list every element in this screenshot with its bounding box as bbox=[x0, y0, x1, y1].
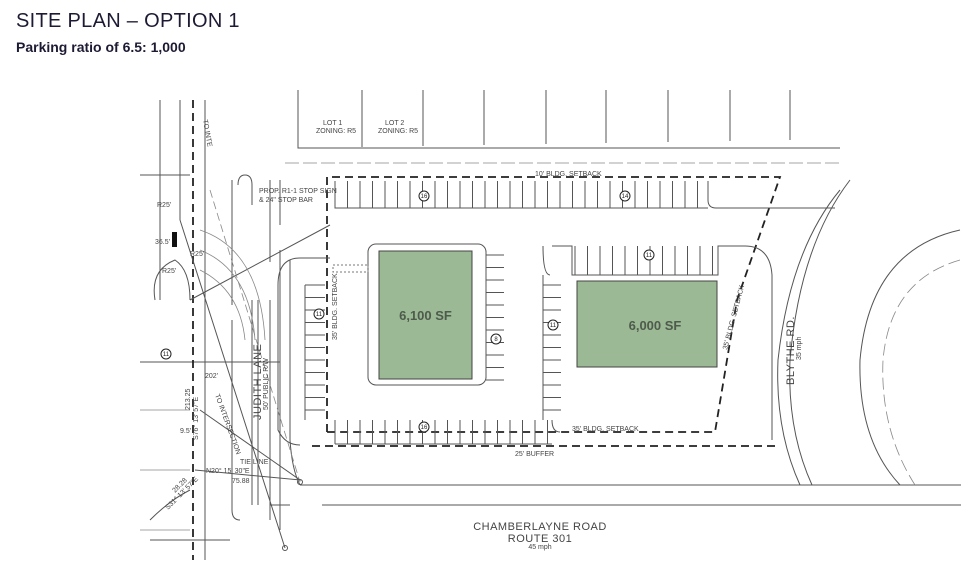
lot-label: LOT 1 bbox=[323, 120, 342, 127]
building-6000sf bbox=[576, 280, 718, 368]
parking-count: 16 bbox=[421, 194, 428, 200]
distance-label: 75.88 bbox=[232, 478, 250, 485]
parking-count: 11 bbox=[550, 323, 557, 329]
property-line bbox=[326, 176, 782, 433]
buffer-label: 25' BUFFER bbox=[515, 451, 554, 458]
setback-label: 35' BLDG. SETBACK bbox=[722, 284, 746, 351]
judith-lane-label: JUDITH LANE bbox=[252, 344, 264, 420]
judith-lane-sub: 50' PUBLIC R/W bbox=[263, 358, 270, 410]
setback-label: 35' BLDG. SETBACK bbox=[572, 426, 639, 433]
parking-count: 11 bbox=[646, 253, 653, 259]
bearing-label: N20° 15' 30"E bbox=[206, 467, 250, 475]
radius-label: R25' bbox=[162, 268, 176, 275]
lot-label: LOT 2 bbox=[385, 120, 404, 127]
speed-label: 45 mph bbox=[528, 544, 551, 551]
chamberlayne-road-label: CHAMBERLAYNE ROAD bbox=[473, 521, 607, 533]
tie-line-label: TIE LINE bbox=[240, 459, 269, 466]
parking-count: 14 bbox=[622, 194, 629, 200]
page-title: SITE PLAN – OPTION 1 bbox=[16, 10, 240, 32]
radius-label: R25' bbox=[190, 251, 204, 258]
parking-count: 16 bbox=[421, 425, 428, 431]
bearing-label: S76° 13' 57"E bbox=[192, 396, 200, 440]
distance-label: 36.5' bbox=[155, 239, 170, 246]
distance-label: 9.5' bbox=[180, 428, 191, 435]
building-area-label: 6,000 SF bbox=[629, 318, 682, 333]
plan-linework bbox=[140, 90, 961, 560]
distance-label: 213.25 bbox=[185, 388, 192, 410]
parking-count: 11 bbox=[316, 312, 323, 318]
building-6100sf bbox=[378, 250, 473, 380]
route-label: ROUTE 301 bbox=[508, 533, 572, 545]
zoning-label: ZONING: R5 bbox=[316, 128, 356, 135]
zoning-label: ZONING: R5 bbox=[378, 128, 418, 135]
to-intersection-label: TO INTERSECTION bbox=[213, 393, 241, 455]
speed-label: 35 mph bbox=[796, 337, 803, 360]
building-area-label: 6,100 SF bbox=[399, 308, 452, 323]
parking-count: 11 bbox=[163, 352, 170, 358]
setback-label: 10' BLDG. SETBACK bbox=[535, 171, 602, 178]
radius-label: R25' bbox=[157, 202, 171, 209]
setback-label: 35' BLDG. SETBACK bbox=[332, 273, 339, 340]
distance-label: 202' bbox=[205, 373, 218, 380]
stop-sign-label: PROP. R1-1 STOP SIGN bbox=[259, 188, 337, 195]
parking-counts: 16 14 11 11 8 11 11 16 bbox=[160, 190, 655, 433]
to-intersection-label: TO INTE bbox=[201, 119, 213, 148]
parking-count: 8 bbox=[494, 337, 498, 343]
blythe-road-label: BLYTHE RD. bbox=[785, 316, 797, 385]
stop-bar-label: & 24" STOP BAR bbox=[259, 197, 313, 204]
page-subtitle: Parking ratio of 6.5: 1,000 bbox=[16, 39, 186, 55]
